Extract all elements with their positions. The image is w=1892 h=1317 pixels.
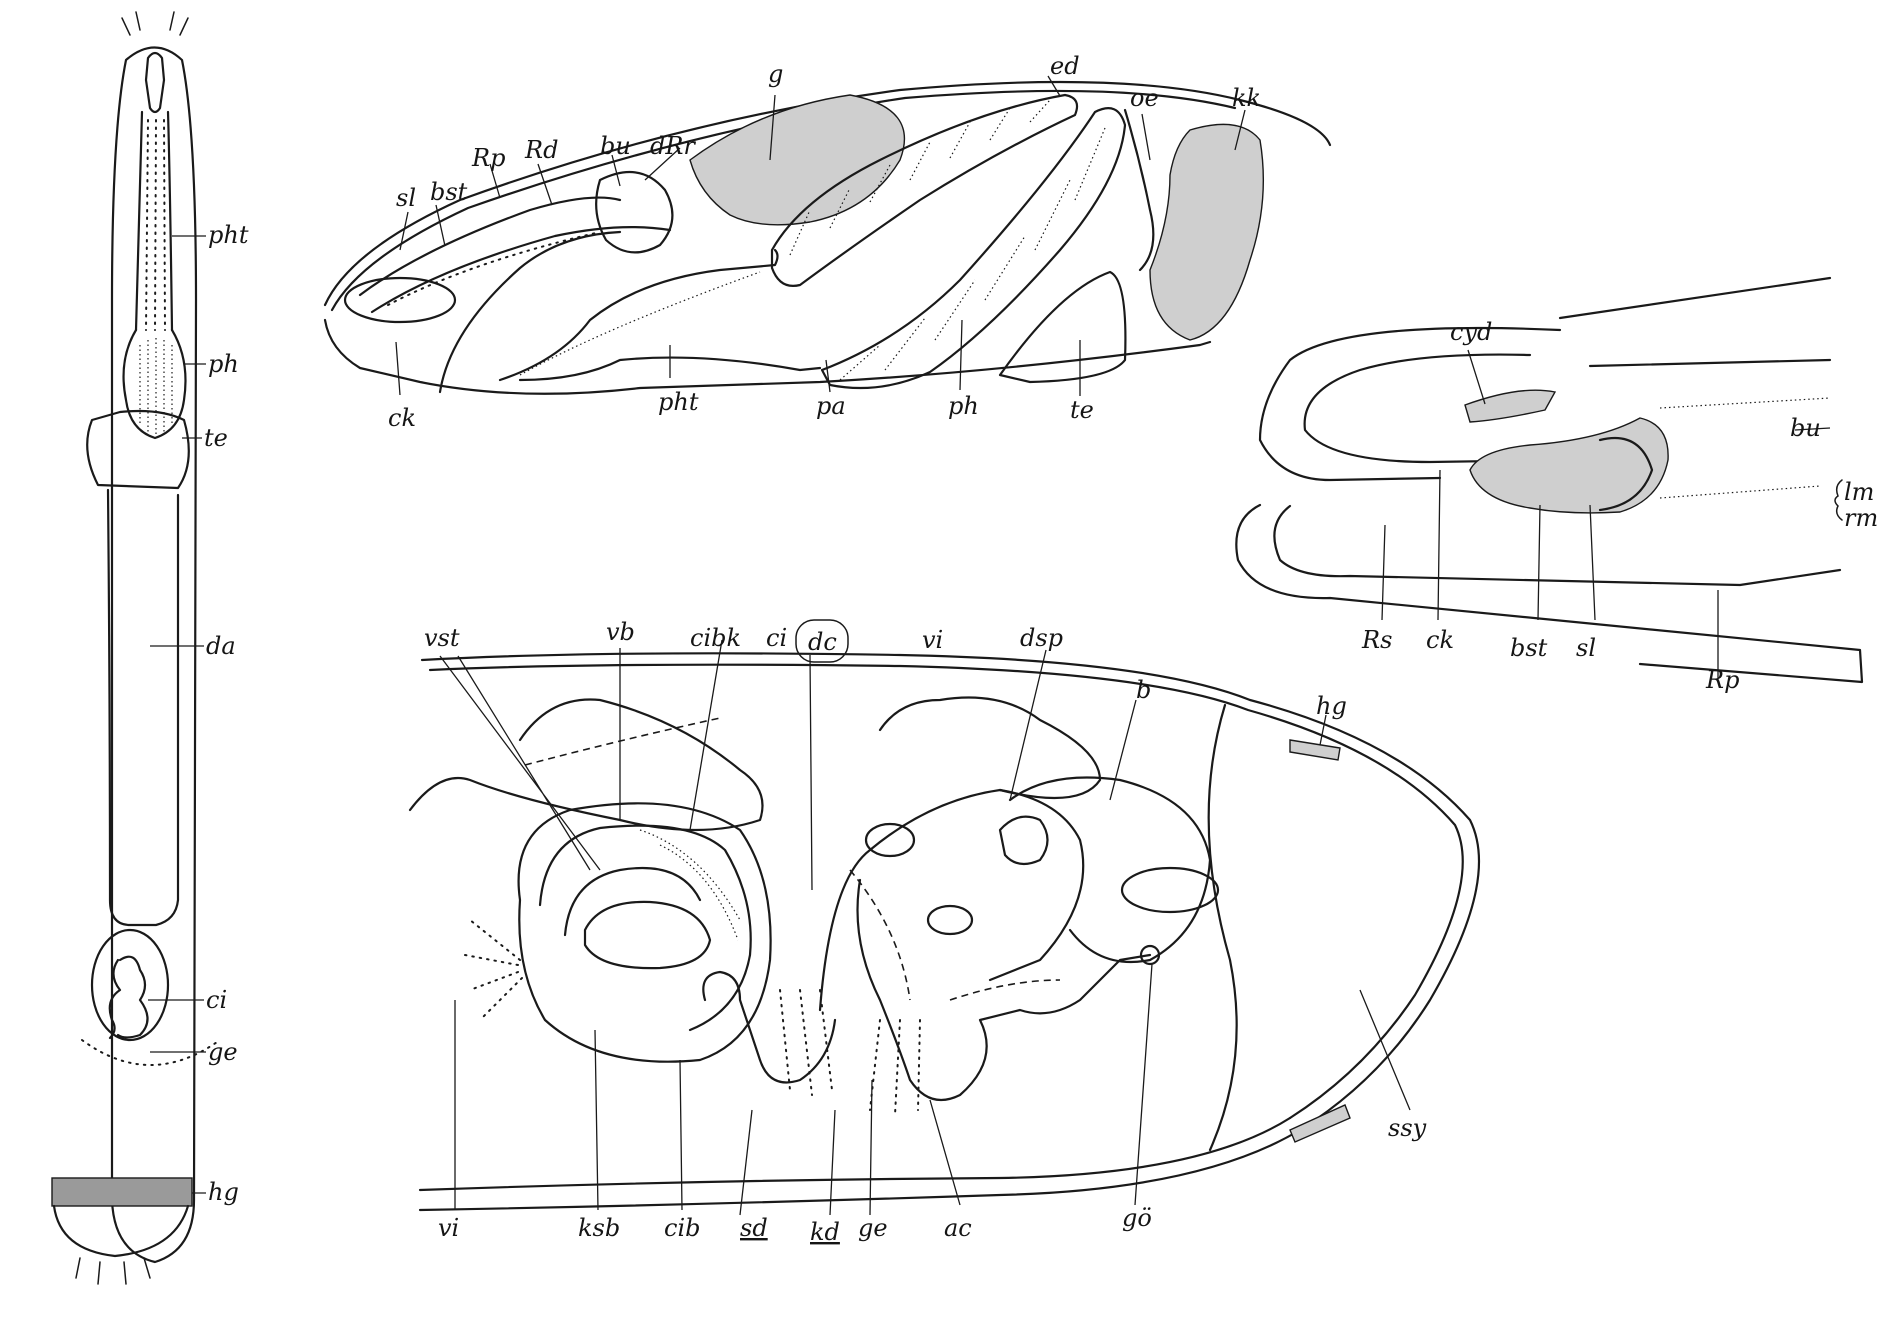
label-sl: sl	[1576, 634, 1596, 662]
label-ck: ck	[1426, 626, 1454, 654]
label-sd: sd	[740, 1214, 768, 1242]
label-pht: pht	[658, 388, 699, 416]
figure-proboscis-detail	[1235, 276, 1864, 684]
label-ge: ge	[208, 1038, 238, 1066]
pharynx-bulb	[122, 328, 187, 440]
label-vi-top: vi	[922, 626, 943, 654]
label-Rp: Rp	[471, 144, 505, 172]
seminal-bulb	[1469, 417, 1669, 514]
esophagus-band	[770, 93, 1079, 287]
label-hg: hg	[208, 1178, 239, 1206]
label-ci: ci	[766, 624, 787, 652]
gland-mass	[689, 94, 905, 226]
pharynx-section	[820, 107, 1127, 390]
label-ph: ph	[208, 350, 239, 378]
label-go: gö	[1122, 1204, 1152, 1232]
anterior-body-wall	[323, 80, 1332, 307]
label-bst: bst	[1510, 634, 1548, 662]
label-bu: bu	[1790, 414, 1821, 442]
label-cibk: cibk	[690, 624, 741, 652]
dc-label-box	[795, 619, 849, 663]
cirrus-organ	[90, 928, 170, 1042]
testis-section	[998, 270, 1127, 384]
testis-block	[86, 409, 190, 490]
pharynx-tube	[134, 110, 174, 332]
cirrus-duct	[1464, 389, 1557, 423]
label-kk: kk	[1232, 84, 1261, 112]
hg-band	[1289, 739, 1341, 761]
label-ed: ed	[1050, 52, 1080, 80]
label-dRr: dRr	[650, 132, 696, 160]
label-dsp: dsp	[1020, 624, 1063, 652]
vitelline-lobe	[408, 698, 764, 832]
label-pa: pa	[816, 392, 846, 420]
label-bu: bu	[600, 132, 631, 160]
genital-pore	[1139, 944, 1161, 966]
label-rm: rm	[1844, 504, 1878, 532]
label-Rs: Rs	[1361, 626, 1392, 654]
figure-reproductive-section-labels: vst vb cibk ci dc vi dsp b hg ssy vi ksb…	[424, 618, 1427, 1246]
figure-reproductive-section	[408, 639, 1480, 1216]
label-ck: ck	[388, 404, 416, 432]
label-Rp: Rp	[1705, 666, 1739, 694]
worm-body-outline	[110, 46, 198, 1264]
label-ksb: ksb	[578, 1214, 620, 1242]
label-hg: hg	[1316, 692, 1347, 720]
label-b: b	[1136, 676, 1151, 704]
gland-cluster	[1149, 123, 1265, 341]
label-vb: vb	[606, 618, 635, 646]
label-te: te	[204, 424, 228, 452]
label-bst: bst	[430, 178, 468, 206]
label-sl: sl	[396, 184, 416, 212]
figure-whole-worm-labels: pht ph te da ci ge hg	[204, 221, 249, 1206]
label-g: g	[768, 60, 783, 88]
label-cib: cib	[664, 1214, 700, 1242]
pharynx-tube-section	[498, 248, 822, 382]
label-vi-bottom: vi	[438, 1214, 459, 1242]
label-lm: lm	[1844, 478, 1874, 506]
label-ph: ph	[948, 392, 979, 420]
bursa-lobe	[1008, 776, 1212, 964]
label-dc: dc	[808, 628, 837, 656]
label-ac: ac	[944, 1214, 972, 1242]
cirrus-bulb-capsule	[517, 802, 772, 1063]
label-te: te	[1070, 396, 1094, 424]
figure-anterior-section	[323, 75, 1332, 396]
figure-anterior-section-labels: g ed oe kk bu dRr Rd Rp bst sl ck pht pa…	[388, 52, 1261, 432]
bursa-bulb	[595, 170, 674, 254]
label-oe: oe	[1130, 84, 1159, 112]
adhesive-gland-band	[51, 1177, 193, 1207]
label-kd: kd	[810, 1218, 840, 1246]
figure-proboscis-detail-labels: cyd bu lm rm Rs ck bst sl Rp	[1361, 318, 1878, 694]
label-pht: pht	[208, 221, 249, 249]
label-ssy: ssy	[1388, 1114, 1427, 1142]
label-vst: vst	[424, 624, 460, 652]
figure-whole-worm	[51, 11, 221, 1285]
ssy-band	[1289, 1104, 1351, 1143]
label-da: da	[206, 632, 236, 660]
intestine	[106, 488, 180, 927]
label-cyd: cyd	[1450, 318, 1492, 346]
label-ci: ci	[206, 986, 227, 1014]
label-Rd: Rd	[524, 136, 558, 164]
label-ge: ge	[858, 1214, 888, 1242]
